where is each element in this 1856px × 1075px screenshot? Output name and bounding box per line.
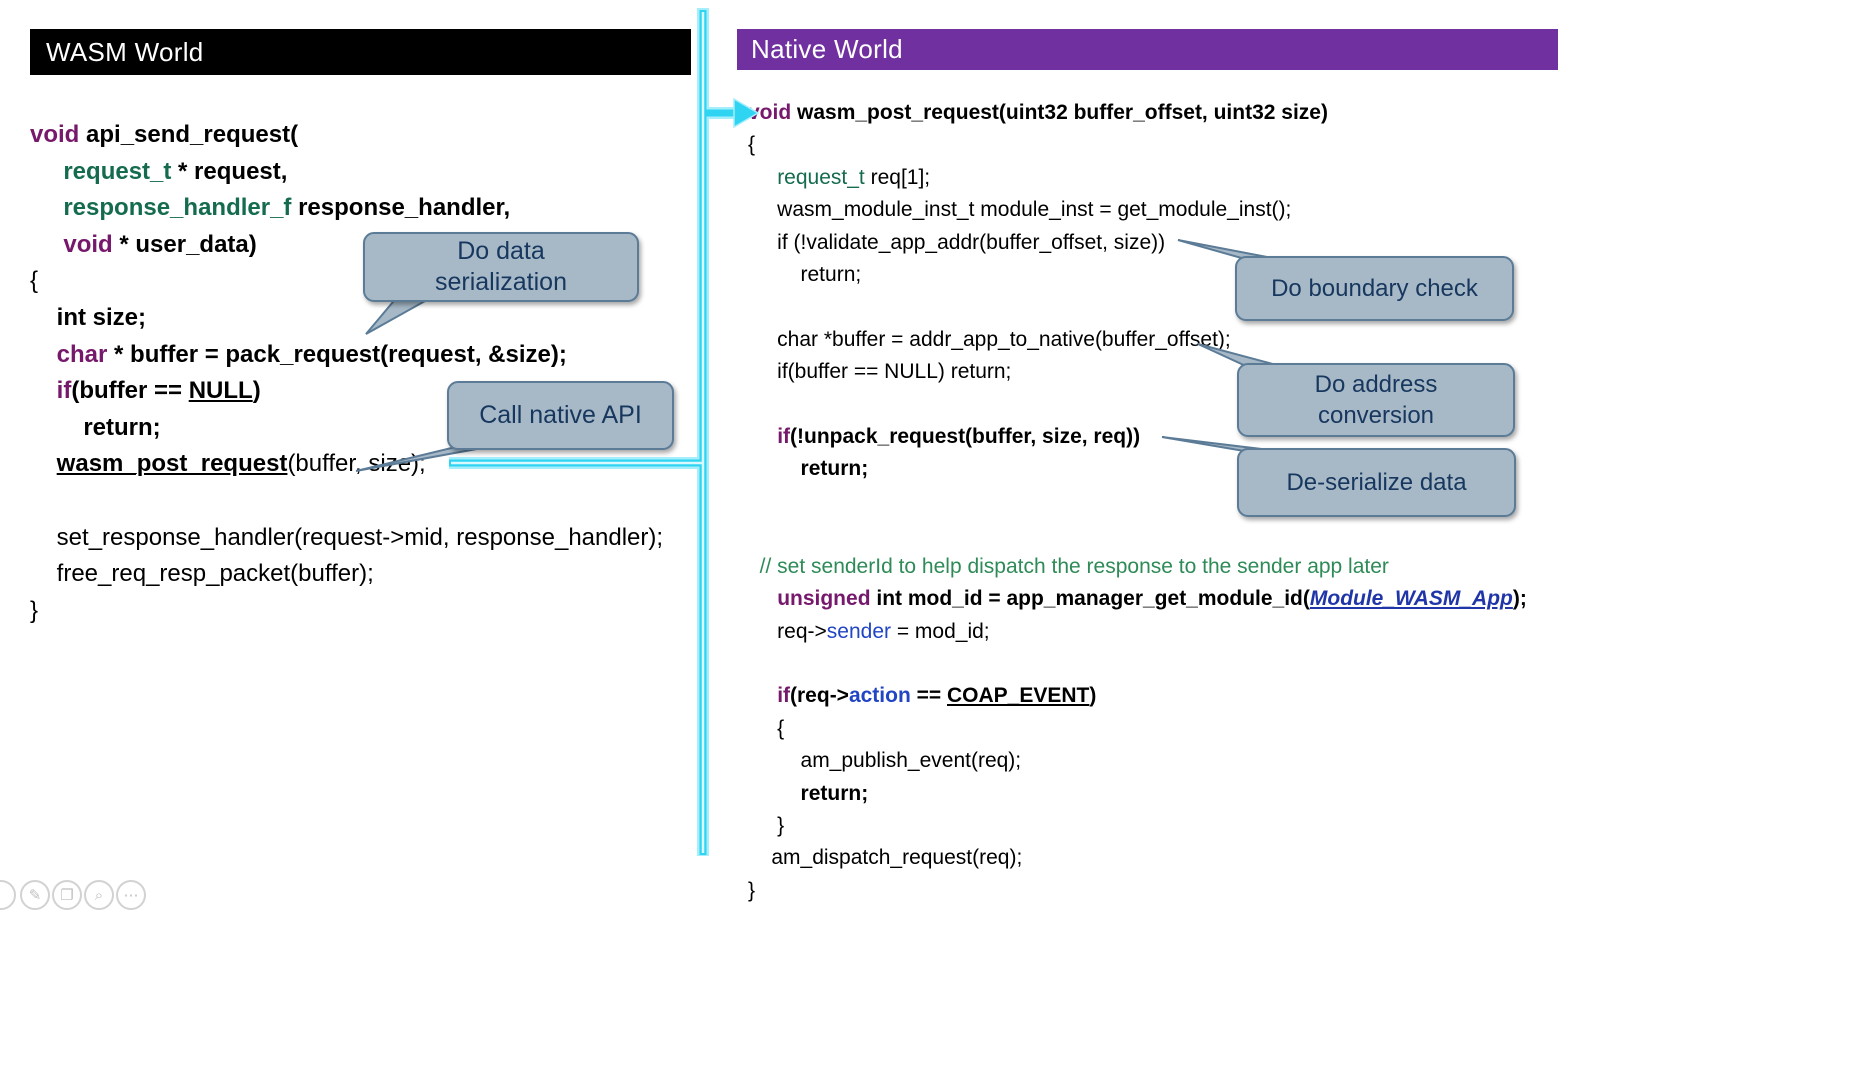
code-line: return; <box>83 413 161 441</box>
callout-label-line: Do boundary check <box>1271 275 1478 302</box>
code-line: free_req_resp_packet(buffer); <box>30 560 374 588</box>
code-line <box>748 518 1527 550</box>
callout-label-line: serialization <box>434 268 567 296</box>
callout-call-native-api: Call native API <box>447 381 674 450</box>
wasm-code-block: void api_send_request( request_t * reque… <box>30 117 663 629</box>
wasm-world-header-label: WASM World <box>46 36 204 67</box>
code-line: wasm_module_inst_t module_inst = get_mod… <box>748 198 1292 222</box>
code-line: if(req->action == COAP_EVENT) <box>777 684 1097 708</box>
native-world-header: Native World <box>737 29 1558 70</box>
code-line <box>30 483 663 520</box>
code-line: if (!validate_app_addr(buffer_offset, si… <box>748 230 1166 254</box>
more-options-icon[interactable]: ⋯ <box>116 880 146 910</box>
code-line: { <box>748 133 756 157</box>
wasm-world-header: WASM World <box>30 29 691 75</box>
code-line <box>748 648 1527 680</box>
code-line: unsigned int mod_id = app_manager_get_mo… <box>777 587 1527 611</box>
code-line: return; <box>800 457 869 481</box>
code-line: req->sender = mod_id; <box>748 619 990 643</box>
code-line: // set senderId to help dispatch the res… <box>759 554 1389 578</box>
code-line: if(!unpack_request(buffer, size, req)) <box>777 425 1141 449</box>
native-world-header-label: Native World <box>751 34 903 64</box>
code-line: } <box>748 813 785 837</box>
code-line: response_handler_f response_handler, <box>63 194 511 222</box>
code-line: char * buffer = pack_request(request, &s… <box>56 340 567 368</box>
code-line: if(buffer == NULL) return; <box>748 360 1012 384</box>
code-line: wasm_post_request(buffer, size); <box>56 450 426 478</box>
callout-do-address-conversion: Do address conversion <box>1237 363 1515 437</box>
previous-slide-icon[interactable] <box>0 880 16 910</box>
code-line: void api_send_request( <box>30 121 299 148</box>
code-line: if(buffer == NULL) <box>56 377 261 405</box>
callout-label-line: conversion <box>1317 402 1435 429</box>
callout-deserialize-data: De-serialize data <box>1237 448 1516 517</box>
code-line: am_publish_event(req); <box>748 749 1022 773</box>
code-line: char *buffer = addr_app_to_native(buffer… <box>748 327 1231 351</box>
code-line: void * user_data) <box>63 230 257 258</box>
callout-label-line: De-serialize data <box>1286 469 1467 496</box>
callout-label-line: Do data <box>457 237 545 265</box>
code-line: { <box>30 267 39 295</box>
native-code-block: void wasm_post_request(uint32 buffer_off… <box>748 97 1527 907</box>
code-line: return; <box>748 263 862 287</box>
code-line: } <box>748 878 756 902</box>
code-line: am_dispatch_request(req); <box>748 846 1023 870</box>
code-line: void wasm_post_request(uint32 buffer_off… <box>748 101 1328 124</box>
all-slides-icon[interactable]: ❐ <box>52 880 82 910</box>
code-line: request_t req[1]; <box>777 165 931 189</box>
code-line: set_response_handler(request->mid, respo… <box>30 523 664 551</box>
callout-do-data-serialization: Do data serialization <box>363 232 639 302</box>
callout-do-boundary-check: Do boundary check <box>1235 256 1514 321</box>
code-line: return; <box>800 781 869 805</box>
code-line: } <box>30 596 39 624</box>
callout-label-line: Call native API <box>479 401 642 429</box>
code-line: int size; <box>56 303 147 331</box>
code-line: { <box>748 716 785 740</box>
zoom-icon[interactable]: ⌕ <box>84 880 114 910</box>
code-line: request_t * request, <box>63 157 288 185</box>
pen-tool-icon[interactable]: ✎ <box>20 880 50 910</box>
callout-label-line: Do address <box>1314 371 1438 398</box>
